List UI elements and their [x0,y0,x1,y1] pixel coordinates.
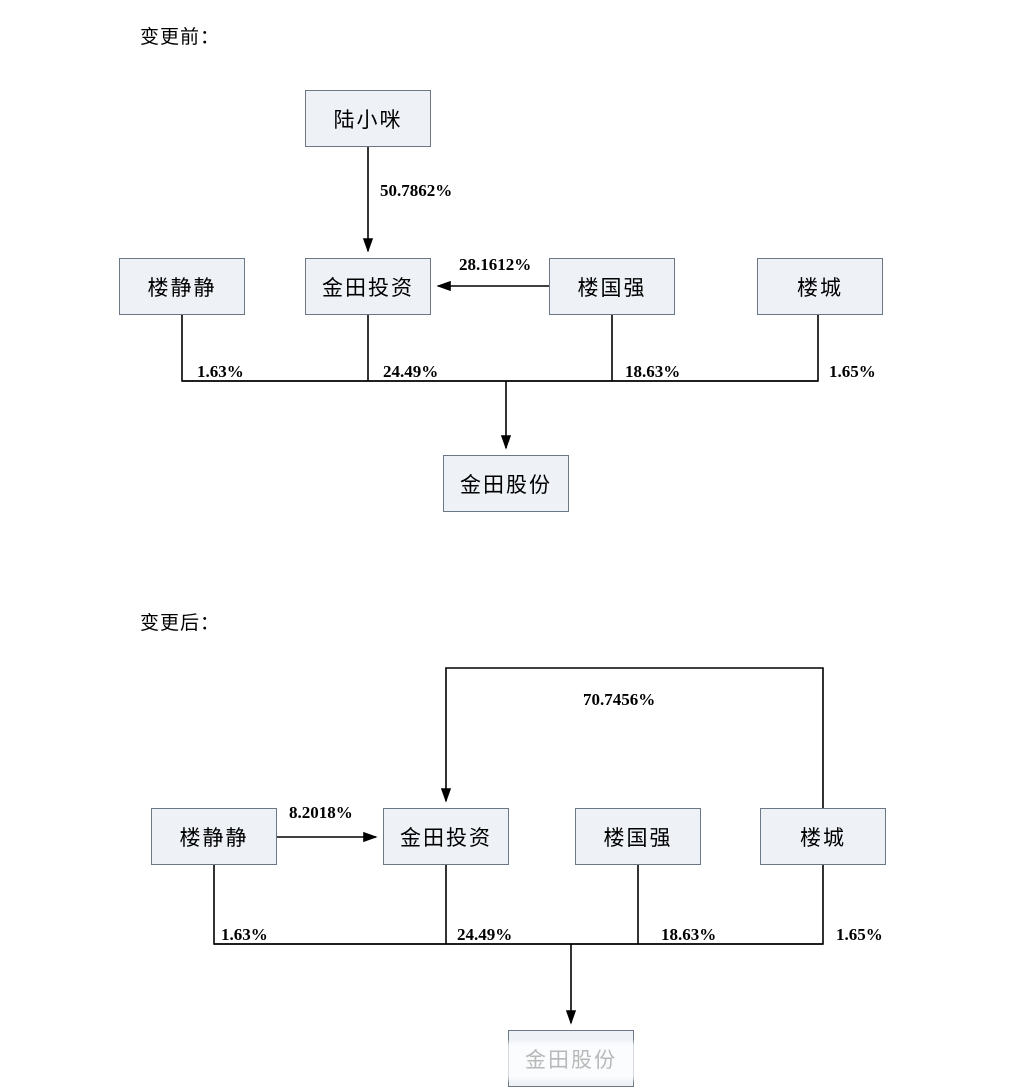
watermark-blur-overlay [500,1042,650,1080]
edge-label-luxiaomi-jintiantouzi: 50.7862% [380,181,453,200]
section-label-before: 变更前： [140,27,221,48]
node-label: 楼静静 [147,275,217,300]
node-louguoqiang-before[interactable]: 楼国强 [549,258,675,315]
node-label: 金田投资 [322,275,414,300]
edge-label-loujingjing-jintiantouzi-after: 8.2018% [289,803,353,822]
node-label: 陆小咪 [333,107,403,132]
node-label: 金田股份 [460,472,552,497]
edge-label-louguoqiang-jintiangufen-after: 18.63% [661,925,717,944]
node-label: 楼国强 [603,825,673,850]
edge-label-loucheng-jintiangufen-after: 1.65% [836,925,883,944]
node-label: 楼国强 [577,275,647,300]
node-jintiangufen-before[interactable]: 金田股份 [443,455,569,512]
node-label: 楼城 [797,275,843,300]
node-loujingjing-before[interactable]: 楼静静 [119,258,245,315]
node-loucheng-before[interactable]: 楼城 [757,258,883,315]
section-label-after: 变更后： [140,613,221,634]
node-jintiantouzi-after[interactable]: 金田投资 [383,808,509,865]
node-label: 楼城 [800,825,846,850]
edge-label-loujingjing-jintiangufen-after: 1.63% [221,925,268,944]
node-louguoqiang-after[interactable]: 楼国强 [575,808,701,865]
node-label: 楼静静 [179,825,249,850]
node-label: 金田投资 [400,825,492,850]
edge-label-jintiantouzi-jintiangufen-after: 24.49% [457,925,513,944]
edge-label-louguoqiang-jintiangufen-before: 18.63% [625,362,681,381]
edge-label-louguoqiang-jintiantouzi: 28.1612% [459,255,532,274]
node-loujingjing-after[interactable]: 楼静静 [151,808,277,865]
edge-label-jintiantouzi-jintiangufen-before: 24.49% [383,362,439,381]
edge-label-loujingjing-jintiangufen-before: 1.63% [197,362,244,381]
edge-label-loucheng-jintiangufen-before: 1.65% [829,362,876,381]
edge-label-loucheng-jintiantouzi-after: 70.7456% [583,690,656,709]
node-jintiantouzi-before[interactable]: 金田投资 [305,258,431,315]
node-loucheng-after[interactable]: 楼城 [760,808,886,865]
node-luxiaomi[interactable]: 陆小咪 [305,90,431,147]
